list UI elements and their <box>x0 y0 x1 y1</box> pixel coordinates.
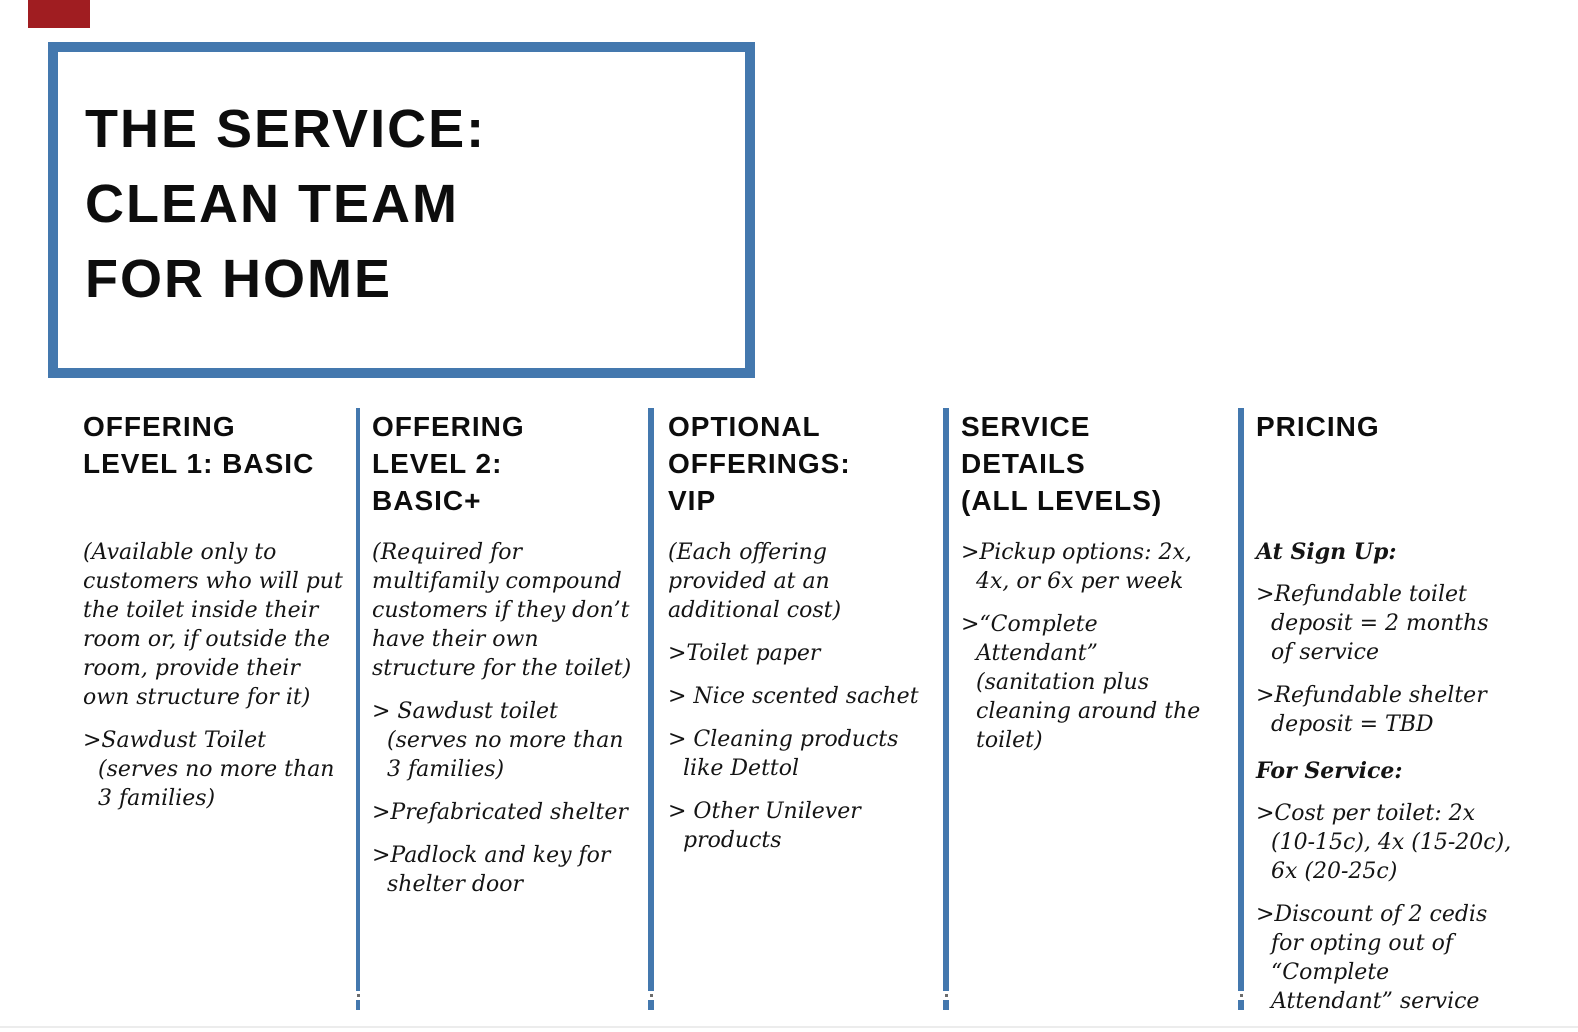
column-body: (Each offering provided at an additional… <box>668 538 932 869</box>
column-service-details-all-levels: SERVICE DETAILS (ALL LEVELS) >Pickup opt… <box>961 408 1223 1010</box>
bullet-item: > Other Unilever products <box>668 799 861 853</box>
intro-text: (Available only to customers who will pu… <box>83 540 343 710</box>
column-body: (Available only to customers who will pu… <box>83 538 343 827</box>
slide-title: THE SERVICE: CLEAN TEAM FOR HOME <box>85 99 487 309</box>
bullet-item: >Padlock and key for shelter door <box>372 843 611 897</box>
divider-artifact-mark <box>942 991 950 1000</box>
column-heading: OPTIONAL OFFERINGS: VIP <box>668 411 851 516</box>
bullet-item: >“Complete Attendant” (sanitation plus c… <box>961 612 1201 753</box>
column-heading: OFFERING LEVEL 1: BASIC <box>83 411 315 479</box>
bullet-item: >Pickup options: 2x, 4x, or 6x per week <box>961 540 1192 594</box>
column-offering-level-2-basic-plus: OFFERING LEVEL 2: BASIC+ (Required for m… <box>372 408 640 1010</box>
red-corner-mark <box>28 0 90 28</box>
bullet-item: > Nice scented sachet <box>668 684 919 709</box>
divider-artifact-mark <box>355 991 361 1000</box>
bullet-item: > Cleaning products like Dettol <box>668 727 899 781</box>
divider-artifact-mark <box>647 991 655 1000</box>
column-optional-offerings-vip: OPTIONAL OFFERINGS: VIP (Each offering p… <box>668 408 932 1010</box>
column-divider-4 <box>1238 408 1244 1010</box>
intro-text: (Each offering provided at an additional… <box>668 540 842 623</box>
bullet-item: >Refundable shelter deposit = TBD <box>1256 683 1487 737</box>
column-divider-1 <box>356 408 360 1010</box>
intro-text: (Required for multifamily compound custo… <box>372 540 632 681</box>
bullet-item: >Cost per toilet: 2x (10-15c), 4x (15-20… <box>1256 801 1512 884</box>
column-offering-level-1-basic: OFFERING LEVEL 1: BASIC (Available only … <box>83 408 343 1010</box>
column-heading: PRICING <box>1256 411 1380 442</box>
bullet-item: >Sawdust Toilet (serves no more than 3 f… <box>83 728 335 811</box>
pricing-subhead-for-service: For Service: <box>1256 758 1403 784</box>
bullet-item: >Refundable toilet deposit = 2 months of… <box>1256 582 1489 665</box>
column-body: >Pickup options: 2x, 4x, or 6x per week … <box>961 538 1223 769</box>
column-heading: SERVICE DETAILS (ALL LEVELS) <box>961 411 1163 516</box>
column-heading: OFFERING LEVEL 2: BASIC+ <box>372 411 525 516</box>
column-divider-3 <box>943 408 949 1010</box>
bullet-item: >Discount of 2 cedis for opting out of “… <box>1256 902 1488 1014</box>
pricing-subhead-at-sign-up: At Sign Up: <box>1256 539 1397 565</box>
bullet-item: > Sawdust toilet (serves no more than 3 … <box>372 699 624 782</box>
bullet-item: >Prefabricated shelter <box>372 800 628 825</box>
column-divider-2 <box>648 408 654 1010</box>
column-body: (Required for multifamily compound custo… <box>372 538 640 913</box>
column-pricing: PRICING At Sign Up: >Refundable toilet d… <box>1256 408 1514 1014</box>
column-body: At Sign Up: >Refundable toilet deposit =… <box>1256 538 1514 1030</box>
divider-artifact-mark <box>1237 991 1245 1000</box>
title-box: THE SERVICE: CLEAN TEAM FOR HOME <box>48 42 755 378</box>
page-bottom-edge-line <box>0 1026 1578 1028</box>
bullet-item: >Toilet paper <box>668 641 821 666</box>
